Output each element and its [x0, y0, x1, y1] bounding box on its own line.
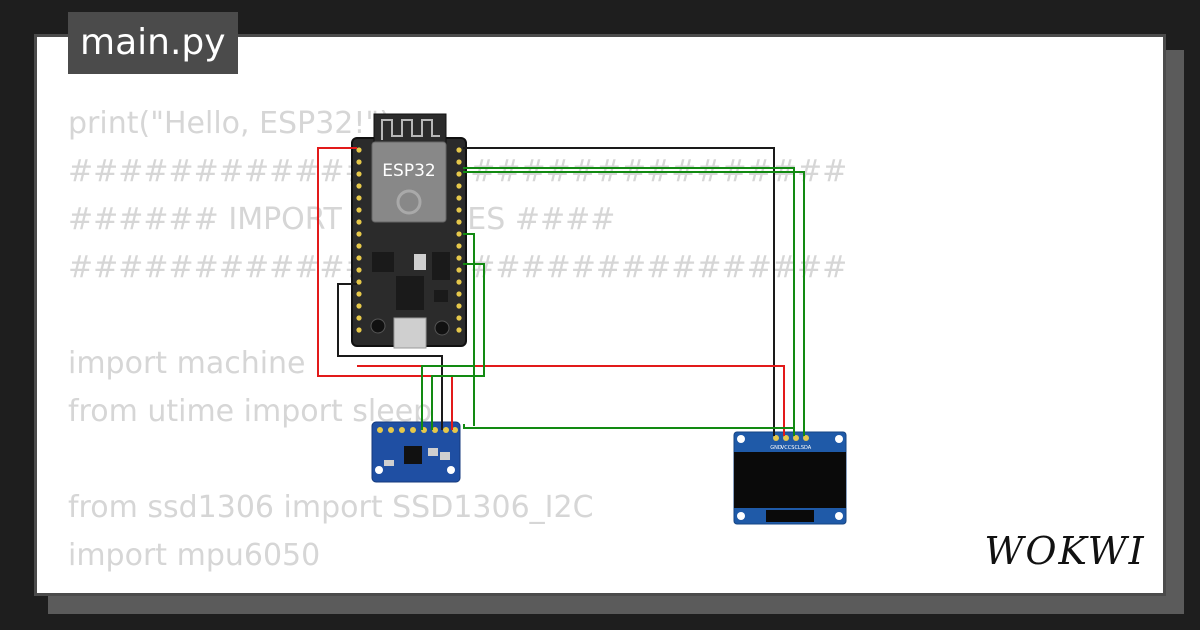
wokwi-logo: WOKWI: [984, 529, 1145, 573]
oled-pin-label: SDA: [801, 445, 812, 451]
code-line: from utime import sleep: [68, 394, 433, 429]
project-card: [34, 34, 1166, 596]
mpu6050-module[interactable]: [371, 421, 461, 483]
esp32-label: ESP32: [382, 161, 435, 181]
oled-screen: [734, 452, 846, 508]
esp32-board[interactable]: ESP32: [351, 113, 467, 349]
oled-pin-label: VCC: [781, 445, 792, 451]
esp32-right-pins: [456, 147, 462, 333]
wires: [317, 147, 805, 436]
oled-pin-label: GND: [770, 445, 782, 451]
code-line: from ssd1306 import SSD1306_I2C: [68, 490, 594, 525]
code-line: import mpu6050: [68, 538, 321, 573]
espressif-logo-icon: [396, 189, 422, 215]
boot-button[interactable]: [434, 320, 450, 336]
esp32-left-pins: [356, 147, 362, 333]
wokwi-logo-text: WOKWI: [984, 529, 1145, 573]
oled-pin-label: SCL: [791, 445, 801, 451]
file-tab-main-py[interactable]: main.py: [68, 12, 238, 74]
ssd1306-oled[interactable]: GND VCC SCL SDA: [733, 431, 847, 525]
en-button[interactable]: [370, 318, 386, 334]
code-line: import machine: [68, 346, 306, 381]
code-line: print("Hello, ESP32!"): [68, 106, 391, 141]
usb-port: [393, 317, 427, 349]
